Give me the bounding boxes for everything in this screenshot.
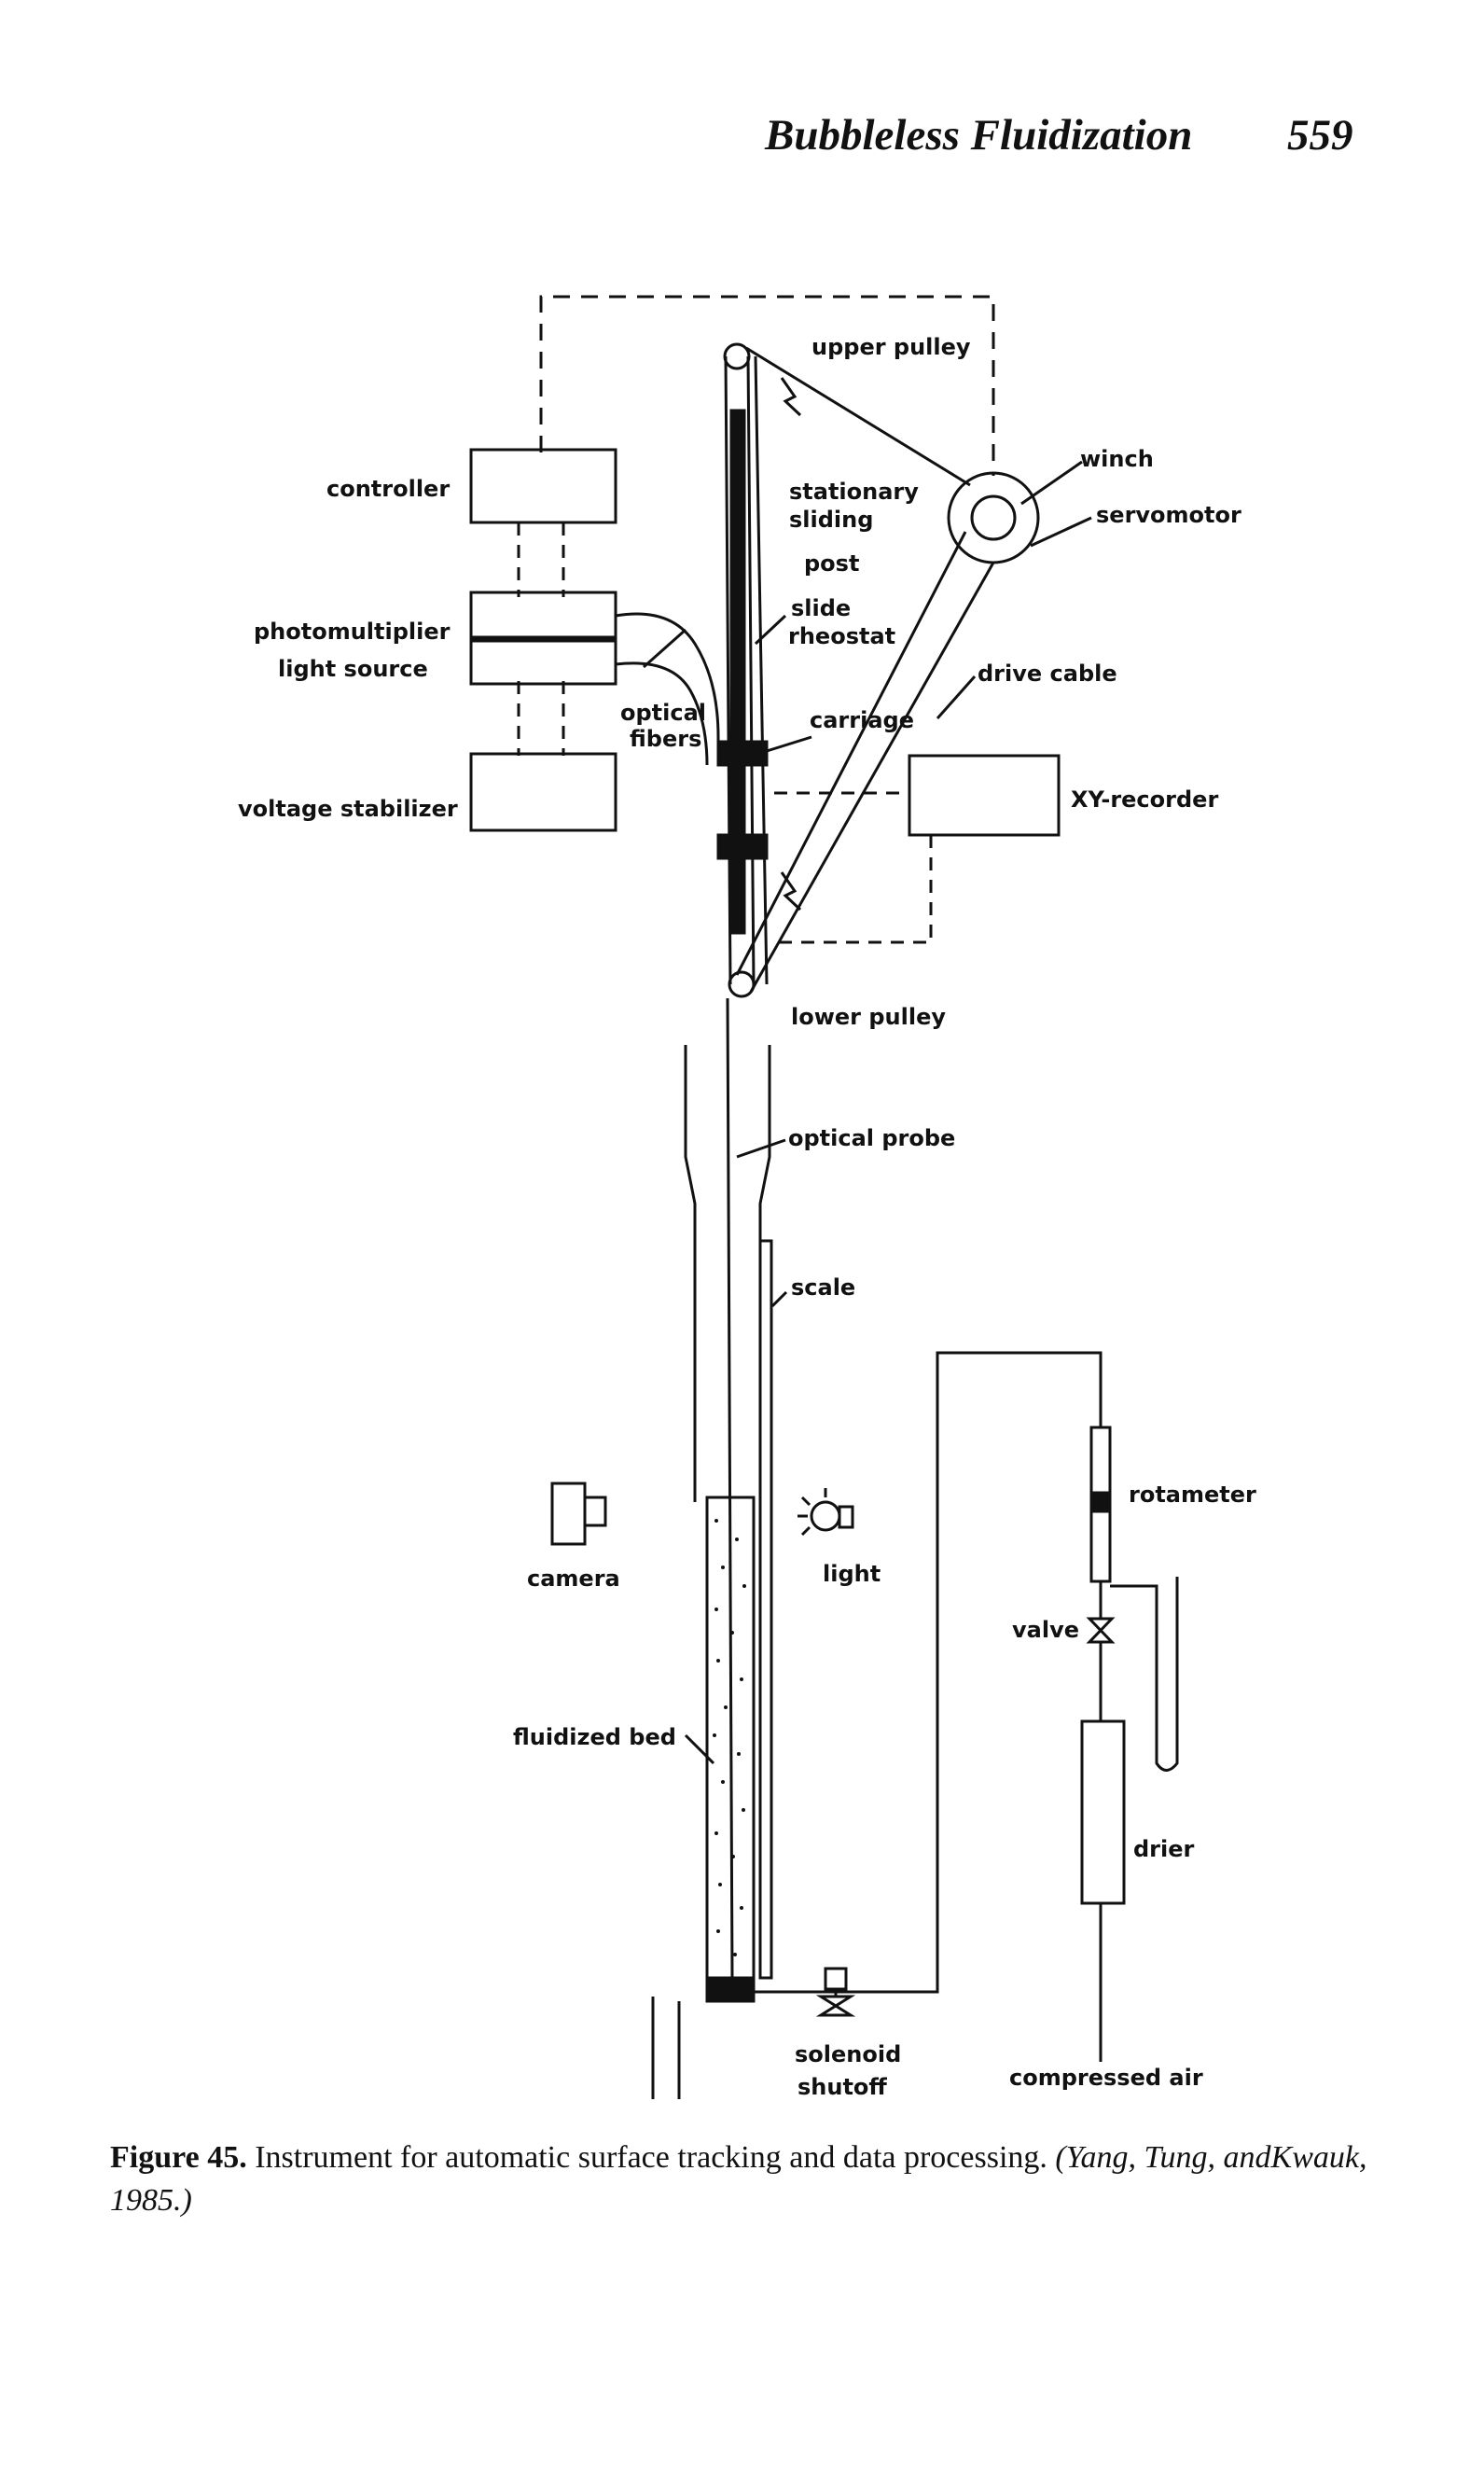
label-upper-pulley: upper pulley xyxy=(811,334,971,360)
label-scale: scale xyxy=(791,1274,855,1301)
optical-probe xyxy=(726,997,734,1979)
drive-cable-post xyxy=(754,355,769,985)
winch-inner xyxy=(970,494,1017,541)
camera-lens xyxy=(583,1496,607,1527)
leader-slide-rheostat xyxy=(754,614,787,646)
post-left-rail xyxy=(724,355,732,985)
label-slide: slide xyxy=(791,595,851,621)
lower-pulley xyxy=(728,970,756,998)
label-carriage: carriage xyxy=(810,707,914,733)
label-drier: drier xyxy=(1133,1836,1195,1862)
page-number: 559 xyxy=(1287,111,1353,160)
label-optical-probe: optical probe xyxy=(788,1125,955,1151)
leader-optical-fibers xyxy=(643,628,687,669)
label-photomultiplier: photomultiplier xyxy=(254,619,451,645)
photomultiplier-box xyxy=(469,591,617,641)
label-winch: winch xyxy=(1080,446,1154,472)
label-fibers: fibers xyxy=(630,726,701,752)
drier-body xyxy=(1080,1719,1126,1905)
carriage-block-upper xyxy=(716,740,769,767)
winch-outer xyxy=(947,471,1040,564)
carriage-block-lower xyxy=(716,833,769,860)
leader-servomotor xyxy=(1030,516,1092,548)
light-source-box xyxy=(469,637,617,686)
stand-left xyxy=(651,1997,681,2099)
air-line xyxy=(754,1351,1103,1994)
label-light-source: light source xyxy=(278,656,428,682)
controller-box xyxy=(469,448,617,524)
figure-number: Figure 45. xyxy=(110,2140,247,2175)
leader-scale xyxy=(770,1290,788,1308)
drive-cable-return xyxy=(735,531,967,976)
tension-mark-lower xyxy=(780,871,802,912)
leader-fluidized-bed xyxy=(684,1733,715,1765)
label-light: light xyxy=(823,1561,881,1587)
label-drive-cable: drive cable xyxy=(978,661,1117,687)
leader-drive-cable xyxy=(936,675,977,719)
slide-rheostat xyxy=(729,409,746,935)
label-rotameter: rotameter xyxy=(1129,1482,1256,1508)
label-fluidized-bed: fluidized bed xyxy=(513,1724,676,1750)
solenoid-box xyxy=(824,1967,848,1991)
tension-mark-upper xyxy=(780,377,802,417)
drive-cable-lower xyxy=(749,562,995,993)
caption-citation: (Yang, Tung, andKwauk, 1985.) xyxy=(110,2140,1367,2218)
scale-bar xyxy=(758,1239,773,1980)
leader-optical-probe xyxy=(736,1138,786,1159)
light-bulb xyxy=(810,1500,841,1532)
rotameter-float xyxy=(1091,1491,1110,1513)
optical-fiber-1 xyxy=(615,612,720,765)
label-xy-recorder: XY-recorder xyxy=(1071,786,1218,813)
label-stationary: stationary xyxy=(789,479,919,505)
upper-pulley xyxy=(723,342,751,370)
label-sliding: sliding xyxy=(789,507,873,533)
dashed-link-light-voltage xyxy=(517,681,565,756)
label-post: post xyxy=(804,550,859,577)
camera-body xyxy=(550,1482,587,1546)
bed-particles xyxy=(713,1519,746,1956)
figure-caption: Figure 45. Instrument for automatic surf… xyxy=(110,2136,1379,2222)
label-lower-pulley: lower pulley xyxy=(791,1004,946,1030)
post-right-rail xyxy=(746,355,756,985)
drive-cable-upper xyxy=(745,346,971,487)
label-controller: controller xyxy=(326,476,450,502)
dashed-link-controller-photomultiplier xyxy=(517,522,565,597)
label-solenoid: solenoid xyxy=(795,2041,901,2067)
leader-carriage xyxy=(766,735,812,753)
label-valve: valve xyxy=(1012,1617,1079,1643)
voltage-stabilizer-box xyxy=(469,752,617,832)
manometer-u-tube xyxy=(1110,1577,1179,1772)
label-optical: optical xyxy=(620,700,706,726)
running-title: Bubbleless Fluidization xyxy=(765,111,1193,160)
distributor-plate xyxy=(705,1976,756,2003)
leader-winch xyxy=(1020,460,1083,506)
label-servomotor: servomotor xyxy=(1096,502,1241,528)
caption-text: Instrument for automatic surface trackin… xyxy=(246,2140,1056,2175)
label-rheostat: rheostat xyxy=(788,623,895,649)
valve-symbol xyxy=(1086,1617,1116,1644)
label-camera: camera xyxy=(527,1566,620,1592)
light-rays xyxy=(797,1488,827,1537)
solenoid-valve xyxy=(815,1995,856,2017)
column-left-wall xyxy=(684,1045,697,1502)
light-base xyxy=(838,1505,854,1529)
dashed-recorder-link xyxy=(774,791,933,944)
label-voltage-stabilizer: voltage stabilizer xyxy=(238,796,458,822)
label-shutoff: shutoff xyxy=(797,2074,887,2100)
label-compressed-air: compressed air xyxy=(1009,2065,1203,2091)
xy-recorder-box xyxy=(908,754,1061,837)
